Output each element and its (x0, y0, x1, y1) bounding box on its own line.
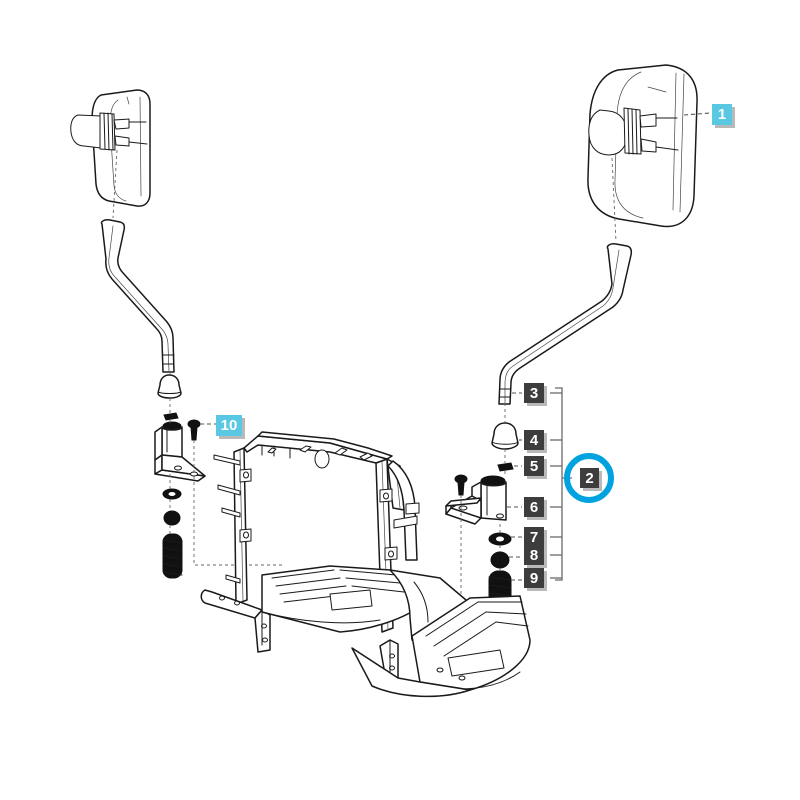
callout-5[interactable]: 5 (524, 456, 547, 479)
left-washer (162, 488, 182, 500)
callout-4-label: 4 (530, 432, 539, 449)
callout-7-label: 7 (530, 529, 538, 546)
callout-3[interactable]: 3 (524, 383, 547, 406)
callout-2-highlight-ring (564, 453, 614, 503)
dash-left-head-to-arm (112, 149, 118, 219)
callout-9-label: 9 (530, 570, 538, 587)
right-mirror-head (587, 64, 698, 228)
left-mirror-arm (100, 219, 175, 373)
left-coil-spring (162, 533, 183, 579)
left-mount-bracket (154, 421, 206, 482)
left-mirror-head (70, 89, 151, 207)
callout-1-label: 1 (718, 106, 726, 123)
right-rubber-boot (491, 422, 519, 450)
left-rubber-boot (157, 374, 182, 399)
callout-1[interactable]: 1 (712, 104, 735, 128)
left-bolt (187, 419, 201, 441)
callout-2-label: 2 (585, 470, 593, 487)
right-mount-bracket (445, 475, 507, 525)
callout-10-label: 10 (221, 417, 238, 434)
callout-2[interactable]: 2 (564, 453, 614, 503)
leader-1 (683, 112, 711, 116)
right-bolt (454, 474, 468, 496)
right-mirror-arm (498, 243, 633, 405)
callout-4[interactable]: 4 (524, 430, 547, 453)
rops-frame (200, 431, 420, 681)
leader-lines (200, 112, 711, 581)
right-washer (488, 532, 512, 546)
callout-6[interactable]: 6 (524, 497, 547, 520)
floor-plate (261, 565, 531, 698)
callout-8-label: 8 (530, 547, 538, 564)
right-nut (490, 551, 510, 569)
left-retaining-clip (163, 412, 179, 421)
dash-right-head-to-arm (611, 157, 617, 243)
group-bracket (550, 387, 572, 581)
left-nut (163, 510, 181, 526)
right-retaining-clip (497, 462, 514, 472)
left-parts-stack (154, 371, 285, 579)
callout-5-label: 5 (530, 458, 538, 475)
callout-9[interactable]: 9 (524, 568, 547, 591)
callout-10[interactable]: 10 (216, 415, 245, 439)
callout-6-label: 6 (530, 499, 538, 516)
callout-8[interactable]: 8 (524, 545, 547, 568)
callout-3-label: 3 (530, 385, 538, 402)
